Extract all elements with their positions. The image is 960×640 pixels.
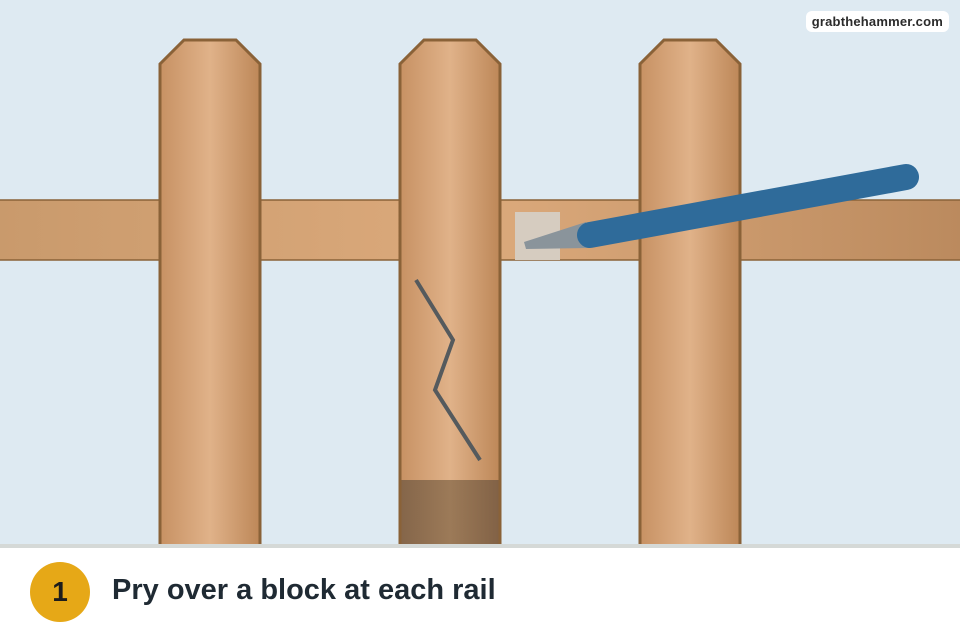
- picket-middle: [398, 38, 502, 546]
- pry-bar-tip: [524, 222, 588, 249]
- pry-bar-handle: [577, 164, 919, 248]
- caption-divider: [0, 544, 960, 548]
- step-number-badge: 1: [30, 562, 90, 622]
- site-watermark: grabthehammer.com: [805, 11, 949, 32]
- fence-drawing: [0, 38, 960, 546]
- crack-mark: [414, 278, 482, 462]
- picket-right: [638, 38, 742, 546]
- pry-bar-icon: [524, 164, 919, 249]
- step-instruction: Pry over a block at each rail: [112, 574, 496, 606]
- rotten-picket-base: [401, 480, 499, 546]
- fence-illustration: grabthehammer.com: [0, 0, 960, 546]
- picket-left: [158, 38, 262, 546]
- step-caption: 1 Pry over a block at each rail: [0, 548, 960, 640]
